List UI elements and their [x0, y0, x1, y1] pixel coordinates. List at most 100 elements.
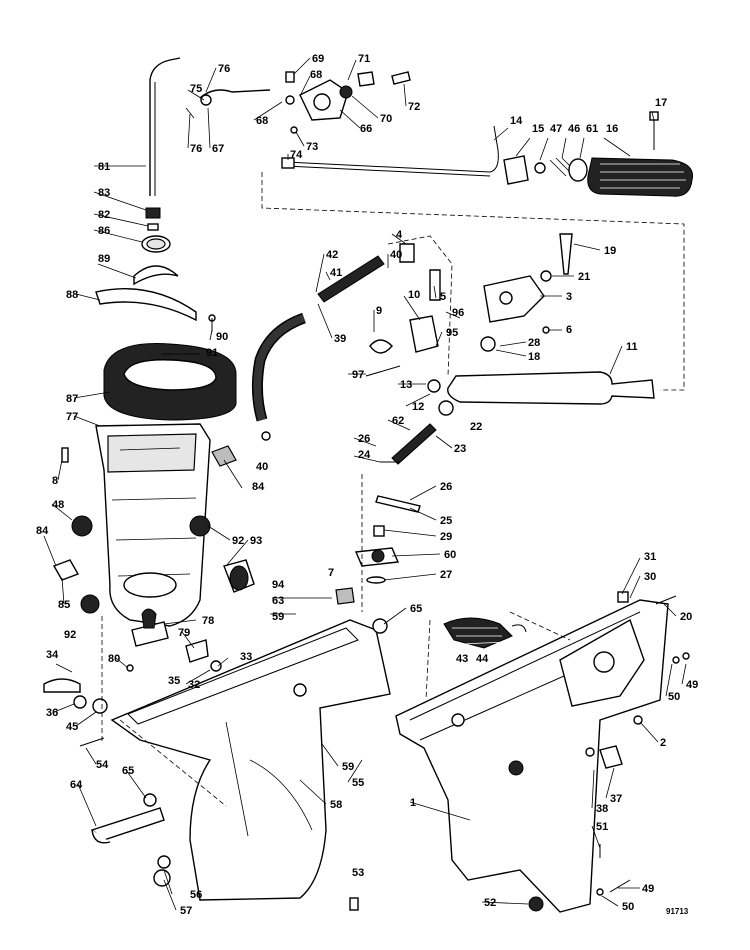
part-callout-label: 17	[655, 97, 667, 109]
part-callout-label: 73	[306, 141, 318, 153]
part-callout-label: 80	[108, 653, 120, 665]
part-callout-label: 33	[240, 651, 252, 663]
part-callout-label: 67	[212, 143, 224, 155]
part-callout-label: 54	[96, 759, 109, 771]
stern-bracket	[395, 591, 690, 913]
part-callout-label: 56	[190, 889, 202, 901]
part-callout-label: 5	[440, 291, 446, 303]
part-callout-label: 31	[644, 551, 656, 563]
part-callout-label: 48	[52, 499, 64, 511]
part-callout-label: 55	[352, 777, 364, 789]
part-callout-label: 29	[440, 531, 452, 543]
exhaust-housing	[52, 423, 237, 627]
part-callout-label: 9	[376, 305, 382, 317]
part-callout-label: 18	[528, 351, 540, 363]
part-callout-label: 40	[390, 249, 402, 261]
part-callout-label: 71	[358, 53, 370, 65]
part-callout-label: 50	[668, 691, 680, 703]
part-callout-label: 70	[380, 113, 392, 125]
part-callout-label: 63	[272, 595, 284, 607]
part-callout-label: 72	[408, 101, 420, 113]
part-callout-label: 78	[202, 615, 214, 627]
part-callout-label: 39	[334, 333, 346, 345]
tiller-grip-assembly	[261, 111, 694, 391]
part-callout-label: 44	[476, 653, 489, 665]
part-callout-label: 76	[190, 143, 202, 155]
part-callout-label: 94	[272, 579, 285, 591]
part-callout-label: 26	[440, 481, 452, 493]
part-callout-label: 34	[46, 649, 59, 661]
part-callout-label: 12	[412, 401, 424, 413]
leader-lines	[43, 57, 687, 911]
part-callout-label: 35	[168, 675, 180, 687]
part-callout-label: 89	[98, 253, 110, 265]
part-callout-label: 22	[470, 421, 482, 433]
part-callout-label: 79	[178, 627, 190, 639]
part-callout-label: 83	[98, 187, 110, 199]
part-callout-label: 24	[358, 449, 371, 461]
part-callout-label: 58	[330, 799, 342, 811]
part-callout-label: 85	[58, 599, 70, 611]
part-callout-label: 65	[122, 765, 134, 777]
part-callout-label: 61	[586, 123, 598, 135]
part-callout-label: 6	[566, 324, 572, 336]
part-callout-label: 27	[440, 569, 452, 581]
part-callout-label: 84	[36, 525, 49, 537]
part-callout-label: 20	[680, 611, 692, 623]
part-callout-label: 49	[642, 883, 654, 895]
part-callout-label: 32	[188, 679, 200, 691]
part-callout-label: 13	[400, 379, 412, 391]
part-callout-label: 42	[326, 249, 338, 261]
part-callout-label: 91713	[666, 907, 689, 916]
part-callout-label: 90	[216, 331, 228, 343]
part-callout-label: 4	[396, 229, 403, 241]
part-callout-label: 50	[622, 901, 634, 913]
rubber-seal	[103, 343, 237, 421]
part-callout-label: 88	[66, 289, 78, 301]
part-callout-label: 97	[352, 369, 364, 381]
shift-rod-assembly	[149, 57, 411, 196]
part-callout-label: 53	[352, 867, 364, 879]
part-callout-label: 81	[98, 161, 110, 173]
part-callout-label: 25	[440, 515, 452, 527]
part-callout-label: 30	[644, 571, 656, 583]
part-callout-label: 96	[452, 307, 464, 319]
part-callout-label: 19	[604, 245, 616, 257]
part-callout-label: 15	[532, 123, 544, 135]
center-linkage	[354, 233, 655, 612]
mount-bushings	[95, 207, 216, 358]
part-callout-label: 3	[566, 291, 572, 303]
part-callout-label: 69	[312, 53, 324, 65]
part-callout-label: 28	[528, 337, 540, 349]
part-callout-label: 49	[686, 679, 698, 691]
part-callout-label: 51	[596, 821, 608, 833]
part-callout-label: 60	[444, 549, 456, 561]
part-callout-label: 11	[626, 341, 638, 353]
part-callout-label: 52	[484, 897, 496, 909]
part-callout-label: 87	[66, 393, 78, 405]
part-callout-label: 2	[660, 737, 666, 749]
part-callout-label: 7	[328, 567, 334, 579]
part-callout-label: 59	[342, 761, 354, 773]
part-callout-label: 43	[456, 653, 468, 665]
part-callout-label: 76	[218, 63, 230, 75]
part-callout-label: 45	[66, 721, 78, 733]
part-callout-label: 16	[606, 123, 618, 135]
part-callout-label: 65	[410, 603, 422, 615]
part-callout-label: 59	[272, 611, 284, 623]
part-callout-label: 82	[98, 209, 110, 221]
part-callout-label: 41	[330, 267, 342, 279]
part-callout-label: 40	[256, 461, 268, 473]
part-callout-label: 26	[358, 433, 370, 445]
part-callout-label: 47	[550, 123, 562, 135]
part-callout-label: 1	[410, 797, 416, 809]
part-callout-label: 64	[70, 779, 83, 791]
part-callout-label: 38	[596, 803, 608, 815]
part-callout-label: 21	[578, 271, 590, 283]
part-callout-label: 68	[256, 115, 268, 127]
part-callout-label: 57	[180, 905, 192, 917]
part-callout-label: 68	[310, 69, 322, 81]
part-callout-label: 10	[408, 289, 420, 301]
